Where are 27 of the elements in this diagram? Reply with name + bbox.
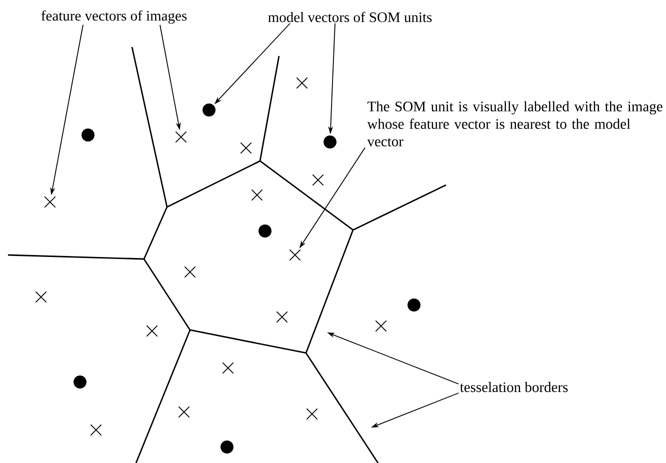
cross-mark <box>312 174 324 186</box>
annotation-text: The SOM unit is visually labelled with the image whose feature vector is nearest to the model vector <box>367 101 662 146</box>
dot-mark <box>408 298 420 312</box>
cross-mark <box>306 408 318 420</box>
cross-mark <box>90 424 102 436</box>
cross-mark <box>240 142 252 154</box>
cross-mark <box>222 362 234 374</box>
annotation-text: tesselation borders <box>460 382 568 392</box>
dot-mark <box>202 104 216 116</box>
cross-mark <box>44 196 56 208</box>
dot-mark <box>258 224 272 238</box>
cross-mark <box>178 406 190 418</box>
cross-mark <box>36 292 46 302</box>
annotation-text: feature vectors of images <box>41 10 187 24</box>
cross-mark <box>176 132 186 142</box>
cross-mark <box>146 326 158 336</box>
cross-mark <box>184 266 196 278</box>
cross-mark <box>296 78 308 88</box>
cross-mark <box>290 250 300 260</box>
dot-mark <box>324 136 336 148</box>
dot-mark <box>82 128 94 142</box>
dot-mark <box>220 440 234 454</box>
cross-mark <box>276 312 288 322</box>
cross-mark <box>376 320 386 332</box>
annotation-text: model vectors of SOM units <box>268 12 432 22</box>
dot-mark <box>74 376 86 388</box>
cross-mark <box>252 190 262 200</box>
